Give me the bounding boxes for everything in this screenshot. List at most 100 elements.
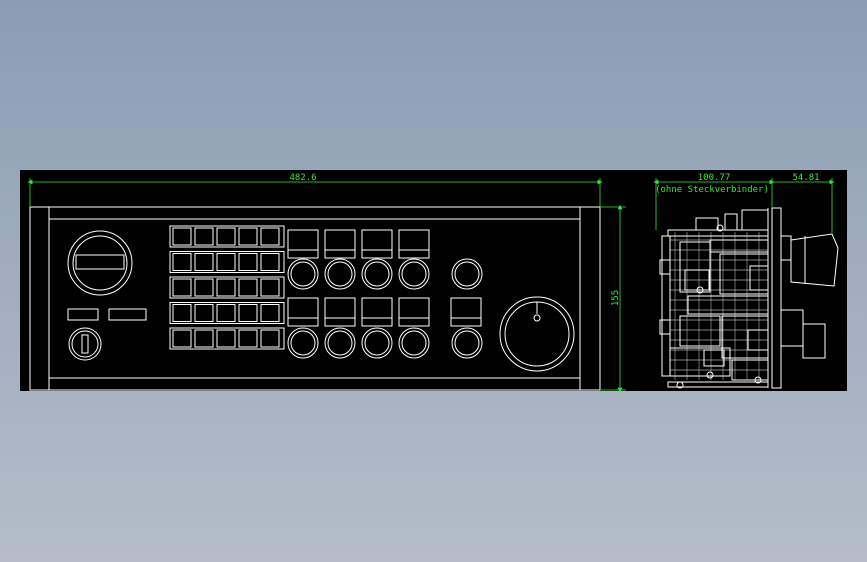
side-component [741, 209, 769, 231]
indicator-label-strip [398, 249, 430, 259]
side-component [661, 235, 671, 377]
indicator-label-plate [324, 229, 356, 251]
indicator-button [364, 261, 390, 287]
side-screw [754, 376, 762, 384]
panel-key [238, 227, 258, 246]
front-view [29, 206, 601, 391]
side-screw [716, 224, 724, 232]
panel-key [238, 278, 258, 297]
indicator-label-plate [398, 229, 430, 251]
side-component [703, 349, 725, 367]
extra-button-top [451, 258, 483, 290]
key-row-strip [169, 251, 285, 273]
indicator-label-plate [324, 297, 356, 319]
side-screw [676, 381, 684, 389]
dim-front-depth: 54.81 [792, 173, 819, 183]
key-row-strip [169, 276, 285, 299]
panel-key [172, 227, 192, 246]
dim-depth: 100.77 [698, 173, 731, 183]
panel-key [216, 253, 236, 271]
dim-depth-note: (ohne Steckverbinder) [655, 185, 769, 195]
indicator-label-strip [324, 317, 356, 327]
side-component [721, 315, 769, 359]
panel-key [172, 329, 192, 348]
panel-key [194, 253, 214, 271]
indicator-label-strip [287, 249, 319, 259]
side-component [695, 217, 719, 231]
side-component [687, 295, 769, 315]
front-dimensions [27, 178, 626, 391]
panel-key [260, 329, 280, 348]
indicator-label-plate [361, 297, 393, 319]
panel-key [238, 253, 258, 271]
indicator-label-strip [324, 249, 356, 259]
panel-key [194, 278, 214, 297]
side-component [724, 213, 738, 231]
key-switch [68, 327, 102, 361]
indicator-label-plate [287, 297, 319, 319]
indicator-button [327, 330, 353, 356]
panel-key [216, 329, 236, 348]
indicator-button-ring [287, 327, 319, 359]
indicator-label-plate [287, 229, 319, 251]
label-plate-left [67, 308, 99, 321]
cad-drawing-viewport: 482.6 155 [20, 170, 847, 391]
indicator-button-ring [324, 258, 356, 290]
indicator-label-strip [287, 317, 319, 327]
side-front-plate [771, 207, 782, 389]
panel-key [172, 304, 192, 322]
side-lower-knob [780, 309, 826, 359]
panel-key [216, 227, 236, 246]
side-component [679, 315, 721, 347]
side-view [659, 207, 839, 389]
side-internals [659, 209, 769, 389]
feed-override-knob [499, 296, 575, 372]
panel-key [260, 278, 280, 297]
side-component [659, 319, 671, 335]
indicator-button-ring [361, 258, 393, 290]
indicator-button [364, 330, 390, 356]
panel-key [194, 304, 214, 322]
panel-key [238, 304, 258, 322]
indicator-button-ring [361, 327, 393, 359]
front-panel-outline [29, 206, 601, 391]
indicator-button [290, 261, 316, 287]
dim-panel-height: 155 [611, 290, 621, 306]
indicator-button-ring [287, 258, 319, 290]
indicator-button-ring [324, 327, 356, 359]
extra-button-bottom [450, 297, 483, 359]
panel-key [260, 253, 280, 271]
cad-drawing: 482.6 155 [27, 173, 839, 391]
indicator-button [327, 261, 353, 287]
indicator-block [287, 229, 430, 359]
indicator-label-plate [398, 297, 430, 319]
key-block [169, 225, 285, 350]
side-screw [706, 371, 714, 379]
key-row-strip [169, 225, 285, 248]
panel-key [216, 304, 236, 322]
side-component [669, 347, 731, 377]
panel-key [194, 329, 214, 348]
indicator-button-ring [398, 258, 430, 290]
panel-key [260, 227, 280, 246]
panel-key [216, 278, 236, 297]
indicator-button [290, 330, 316, 356]
panel-key [260, 304, 280, 322]
side-dimensions [653, 178, 835, 234]
indicator-label-strip [361, 317, 393, 327]
main-switch [67, 230, 133, 296]
label-plate-right [108, 308, 147, 321]
side-component [667, 381, 769, 388]
side-component [679, 241, 711, 293]
indicator-label-strip [398, 317, 430, 327]
panel-key [194, 227, 214, 246]
indicator-button-ring [398, 327, 430, 359]
side-screw [696, 286, 704, 294]
mushroom-button [780, 233, 839, 287]
indicator-button [401, 330, 427, 356]
panel-key [238, 329, 258, 348]
panel-key [172, 253, 192, 271]
side-component [659, 259, 671, 275]
key-row-strip [169, 302, 285, 324]
side-component [667, 229, 769, 237]
